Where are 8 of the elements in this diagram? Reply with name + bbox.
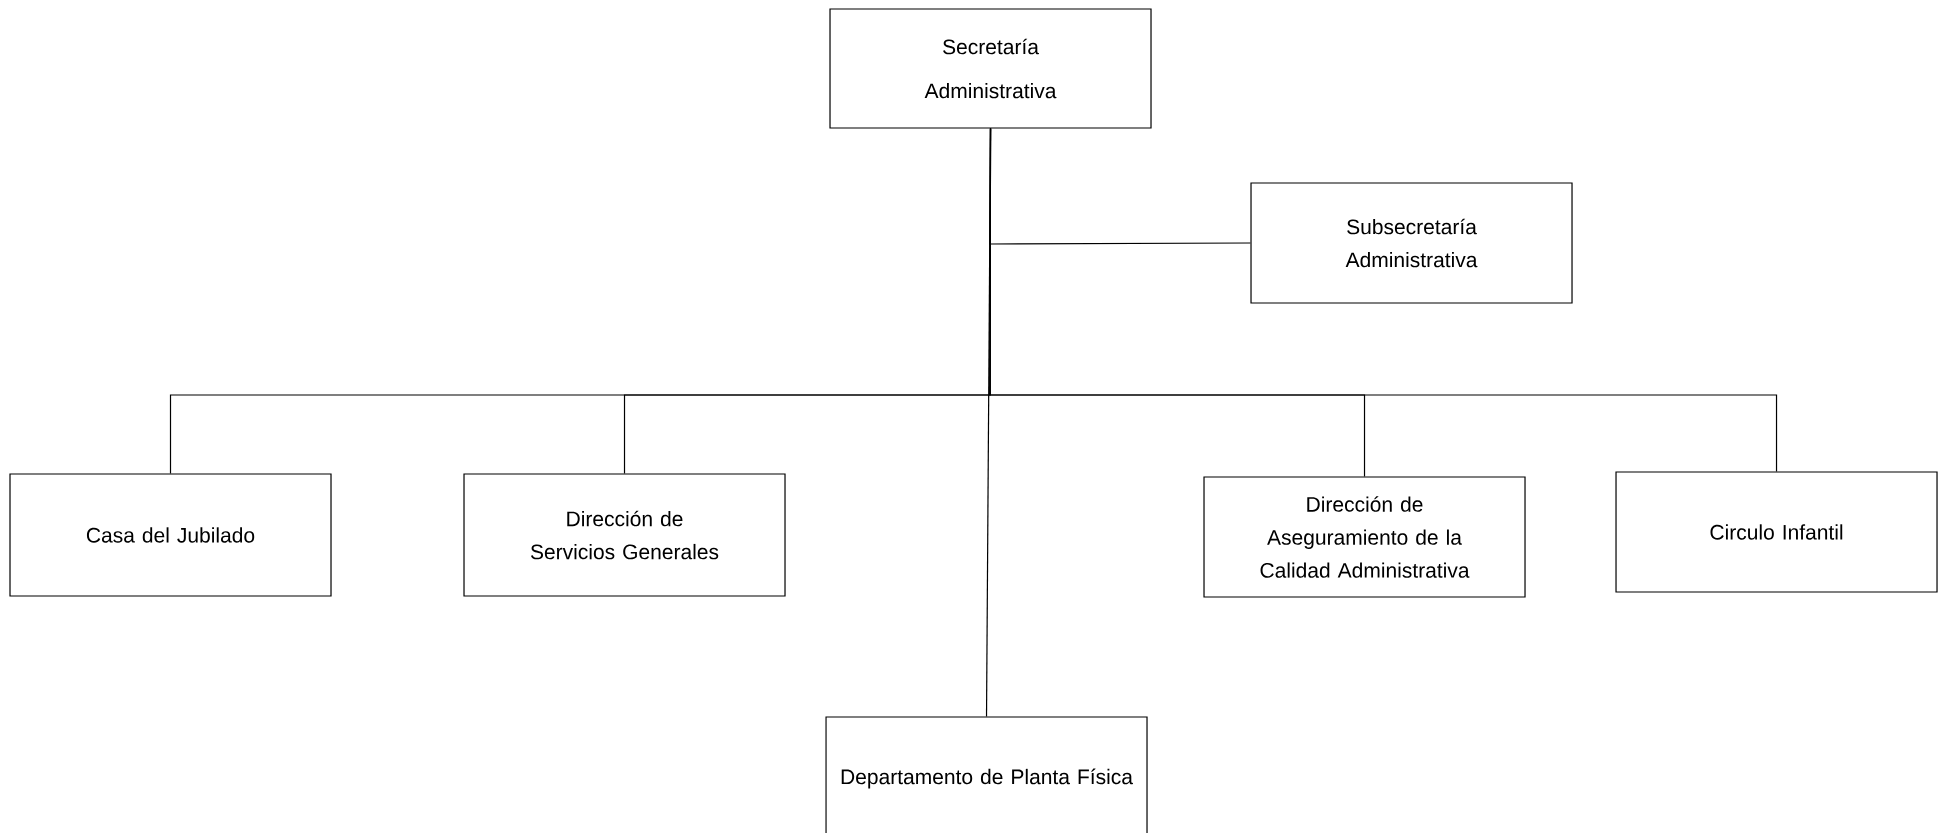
org-box: Casa del Jubilado (9, 473, 332, 597)
connector-line (985, 128, 992, 717)
org-box: Departamento de Planta Física (825, 716, 1148, 833)
org-box: Subsecretaría Administrativa (1250, 182, 1573, 304)
org-box: Secretaría Administrativa (829, 8, 1152, 129)
org-box: Dirección de Aseguramiento de la Calidad Administrativa (1203, 476, 1526, 598)
org-box: Circulo Infantil (1615, 471, 1938, 593)
org-box: Dirección de Servicios Generales (463, 473, 786, 597)
